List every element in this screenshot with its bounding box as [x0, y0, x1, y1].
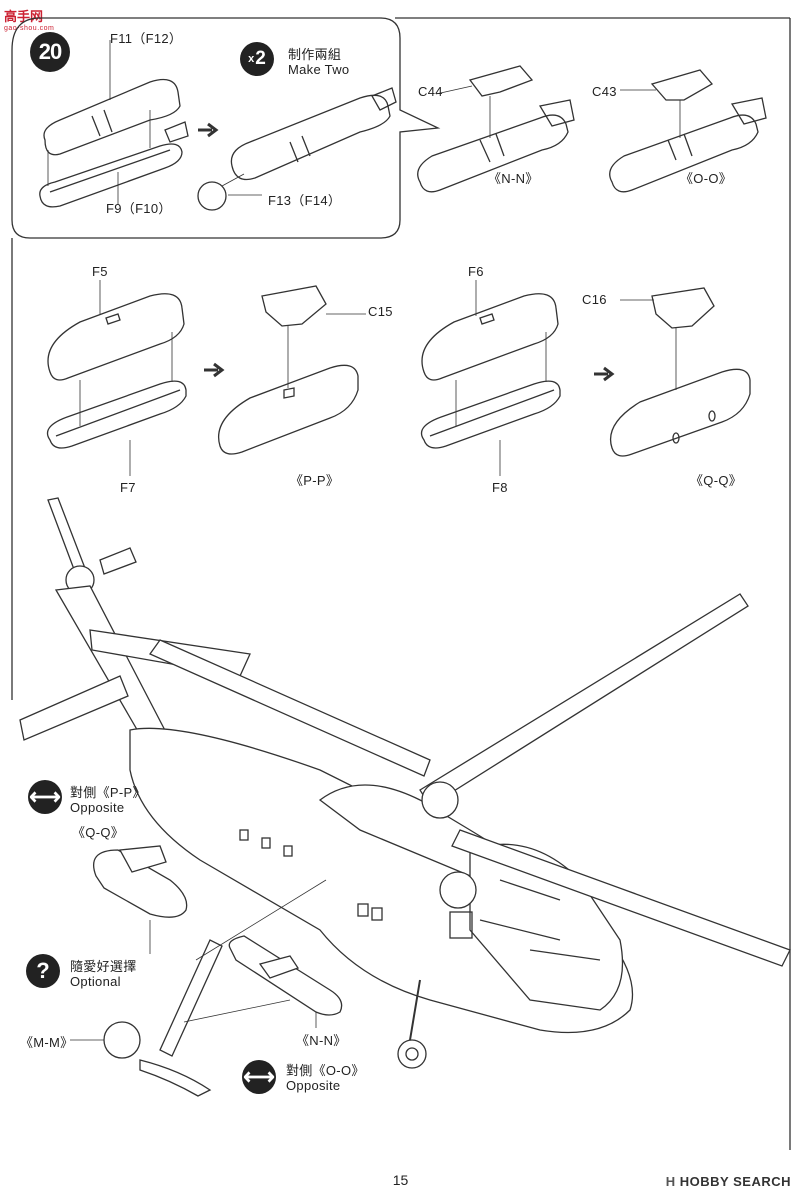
label-f7: F7	[120, 480, 136, 495]
note-qq-label: 《Q-Q》	[72, 825, 125, 840]
note-opposite-pp-zh: 對側《P-P》	[70, 785, 146, 800]
note-opposite-oo-en: Opposite	[286, 1078, 341, 1093]
note-opposite-oo-zh: 對側《O-O》	[286, 1063, 365, 1078]
double-arrow-icon: ⟷	[28, 780, 62, 814]
label-f8: F8	[492, 480, 508, 495]
part-f6-f8-tank	[420, 293, 561, 449]
part-f5-f7-tank	[46, 293, 187, 449]
part-oo-bomb	[609, 69, 767, 193]
label-c44: C44	[418, 84, 443, 99]
label-nn: 《N-N》	[488, 171, 539, 186]
helicopter-body	[19, 497, 791, 1069]
note-opposite-pp-en: Opposite	[70, 800, 125, 815]
part-f13-assembly	[197, 87, 397, 211]
callout-panel	[11, 17, 441, 239]
optional-pylon-assembly	[103, 879, 343, 1097]
double-arrow-icon-2: ⟷	[242, 1060, 276, 1094]
label-f5: F5	[92, 264, 108, 279]
label-qq: 《Q-Q》	[690, 473, 743, 488]
brand-logo: H HOBBY SEARCH	[666, 1174, 791, 1189]
step-arrow-2	[204, 362, 225, 378]
make-two-en: Make Two	[288, 62, 350, 77]
part-f11-shell	[43, 78, 181, 156]
page-number: 15	[392, 1172, 409, 1188]
label-f6: F6	[468, 264, 484, 279]
step-arrow-1	[198, 122, 219, 138]
brand-name: HOBBY SEARCH	[679, 1174, 791, 1189]
make-two-x: x	[248, 53, 255, 65]
label-c15: C15	[368, 304, 393, 319]
label-pp: 《P-P》	[290, 473, 340, 488]
note-optional-en: Optional	[70, 974, 121, 989]
label-f11: F11（F12）	[110, 31, 183, 46]
watermark-subtitle: gao-shou.com	[4, 25, 55, 32]
make-two-count: 2	[255, 48, 266, 69]
step-number-badge: 20	[30, 32, 70, 72]
label-mm: 《M-M》	[20, 1035, 74, 1050]
make-two-zh: 制作兩組	[288, 47, 342, 62]
watermark-title: 高手网	[4, 9, 44, 24]
label-oo: 《O-O》	[680, 171, 733, 186]
optional-qq-tank	[92, 845, 188, 918]
assembly-line-1	[47, 110, 151, 186]
label-f9: F9（F10）	[106, 201, 172, 216]
label-c43: C43	[592, 84, 617, 99]
part-qq-tank	[610, 287, 751, 457]
label-nn-2: 《N-N》	[296, 1033, 347, 1048]
label-c16: C16	[582, 292, 607, 307]
question-mark-icon: ?	[26, 954, 60, 988]
brand-prefix: H	[665, 1174, 676, 1189]
note-optional-zh: 隨愛好選擇	[70, 959, 137, 974]
step-arrow-3	[594, 366, 615, 382]
label-f13: F13（F14）	[268, 193, 342, 208]
site-watermark: 高手网 gao-shou.com	[4, 6, 54, 32]
part-nn-bomb	[417, 65, 575, 193]
part-pp-tank	[218, 285, 359, 455]
